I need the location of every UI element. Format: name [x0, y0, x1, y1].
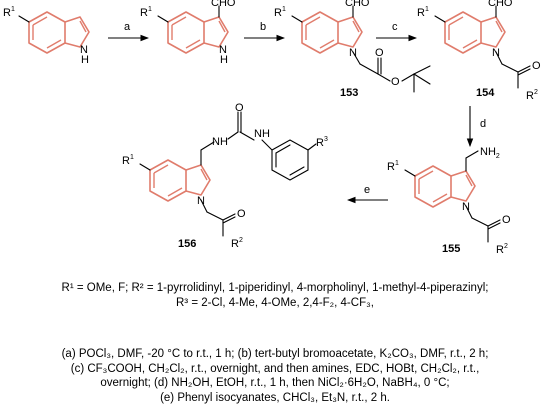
compound-153: R1 CHO N O O 153	[274, 0, 431, 99]
r1-label: R1	[140, 6, 152, 19]
n-label: N	[349, 47, 357, 59]
step-a-label: a	[124, 21, 131, 33]
starting-indole: R1 N H	[3, 6, 90, 66]
r2-label: R2	[496, 243, 508, 256]
step-d-label: d	[480, 118, 486, 130]
carbonyl-o-label: O	[375, 47, 384, 59]
compound-154-label: 154	[476, 87, 495, 99]
nh-label: N	[80, 44, 88, 56]
cho-label: CHO	[211, 0, 236, 9]
condition-line: (e) Phenyl isocyanates, CHCl₃, Et₃N, r.t…	[160, 391, 390, 404]
r1-label: R1	[3, 6, 15, 19]
compound-155-label: 155	[442, 243, 460, 255]
substituent-line: R¹ = OMe, F; R² = 1-pyrrolidinyl, 1-pipe…	[61, 282, 489, 294]
compound-156: R1 NH O NH R3 N O R2 156	[122, 102, 328, 250]
r2-label: R2	[231, 237, 243, 250]
compound-156-label: 156	[178, 238, 196, 250]
n-label: N	[197, 195, 205, 207]
r1-label: R1	[387, 160, 399, 173]
condition-line: (a) POCl₃, DMF, -20 °C to r.t., 1 h; (b)…	[61, 348, 489, 360]
cho-label: CHO	[488, 0, 513, 9]
substituent-line: R³ = 2-Cl, 4-Me, 4-OMe, 2,4-F₂, 4-CF₃,	[176, 296, 374, 309]
nh-label: N	[219, 44, 227, 56]
reaction-conditions: (a) POCl₃, DMF, -20 °C to r.t., 1 h; (b)…	[0, 347, 550, 405]
ester-o-label: O	[391, 76, 400, 88]
h-label: H	[81, 54, 89, 66]
condition-line: overnight; (d) NH₂OH, EtOH, r.t., 1 h, t…	[100, 377, 450, 389]
compound-155: R1 NH2 N O R2 155	[387, 146, 511, 256]
step-e-label: e	[364, 184, 370, 196]
n-label: N	[492, 47, 500, 59]
step-c-label: c	[392, 21, 398, 33]
h-label: H	[220, 54, 228, 66]
o-label: O	[502, 214, 511, 226]
compound-153-label: 153	[340, 87, 358, 99]
nh-label: NH	[254, 128, 270, 140]
r1-label: R1	[122, 154, 134, 167]
nh2-label: NH2	[480, 146, 500, 160]
urea-o-label: O	[235, 102, 244, 114]
condition-line: (c) CF₃COOH, CH₂Cl₂, r.t., overnight, an…	[70, 362, 480, 375]
r1-label: R1	[417, 6, 429, 19]
reaction-scheme: R1 N H a R1 CHO N H b	[3, 0, 541, 256]
o-label: O	[532, 60, 541, 72]
indole-3-carbaldehyde: R1 CHO N H	[140, 0, 236, 66]
step-b-label: b	[260, 21, 266, 33]
nh-label: NH	[212, 136, 228, 148]
r1-label: R1	[274, 6, 286, 19]
cho-label: CHO	[345, 0, 370, 9]
substituent-definitions: R¹ = OMe, F; R² = 1-pyrrolidinyl, 1-pipe…	[0, 281, 550, 310]
compound-154: R1 CHO N O R2 154	[417, 0, 541, 102]
o-label: O	[237, 208, 246, 220]
r3-label: R3	[316, 136, 328, 149]
r2-label: R2	[526, 89, 538, 102]
n-label: N	[462, 201, 470, 213]
